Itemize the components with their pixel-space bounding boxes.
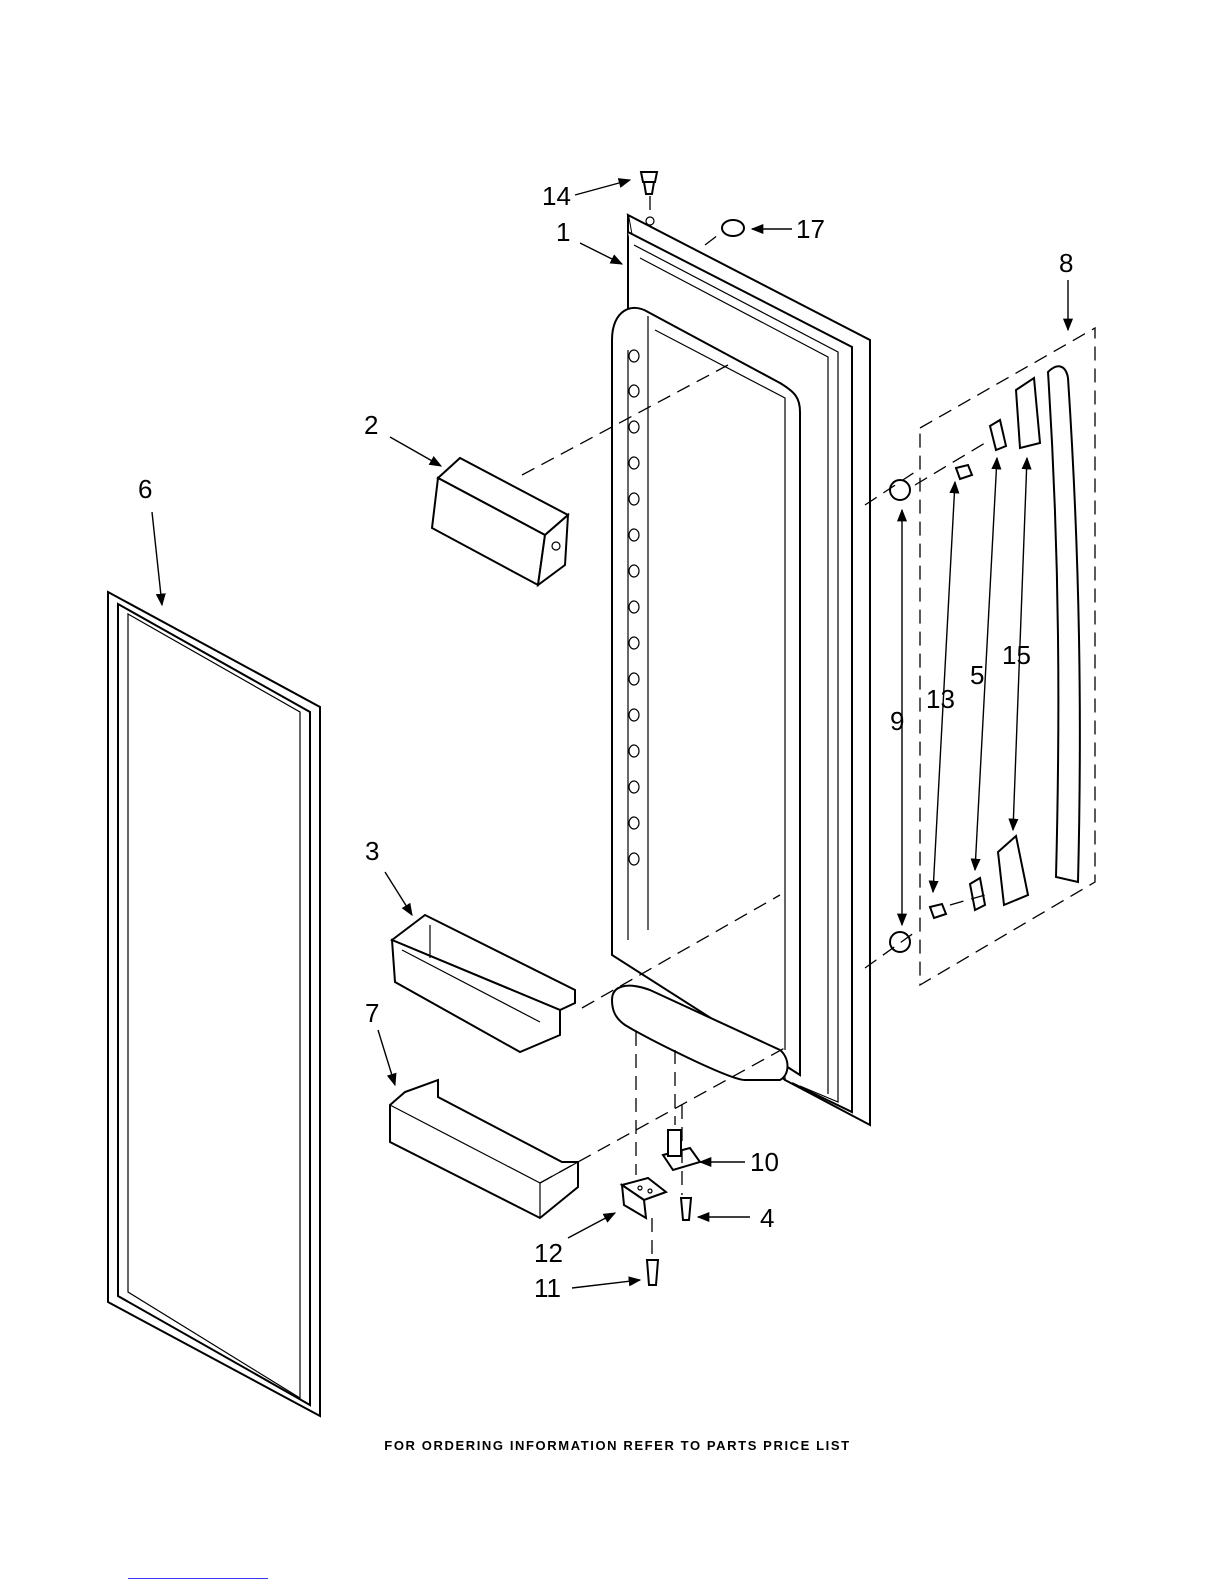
callout-11: 11 — [534, 1273, 561, 1303]
hinge-screw — [681, 1198, 691, 1220]
ordering-info-footer: FOR ORDERING INFORMATION REFER TO PARTS … — [0, 1438, 1225, 1453]
callout-14: 14 — [542, 181, 571, 211]
oval-plug — [722, 220, 744, 236]
door-bin — [392, 915, 575, 1052]
callout-3: 3 — [365, 836, 379, 866]
bottom-link-underline[interactable] — [128, 1578, 268, 1579]
callout-2: 2 — [364, 410, 378, 440]
door-handle — [1048, 366, 1080, 882]
handle-mount-bottom — [970, 878, 985, 910]
callout-5: 5 — [970, 660, 984, 690]
callout-17: 17 — [796, 214, 825, 244]
handle-stud-top — [890, 480, 910, 500]
handle-screw-bottom — [930, 904, 946, 918]
door-plug — [641, 172, 657, 194]
callout-8: 8 — [1059, 248, 1073, 278]
door-gasket — [108, 592, 320, 1416]
callout-12: 12 — [534, 1238, 563, 1268]
dairy-door — [432, 458, 568, 585]
callout-10: 10 — [750, 1147, 779, 1177]
handle-screw-top — [956, 465, 972, 479]
callout-1: 1 — [556, 217, 570, 247]
callout-9: 9 — [890, 706, 904, 736]
callout-13: 13 — [926, 684, 955, 714]
handle-end-cap-top — [1016, 378, 1040, 448]
bottom-hinge-screw — [647, 1260, 658, 1285]
bottom-door-shelf — [390, 1080, 578, 1218]
door-assembly — [612, 215, 870, 1125]
handle-stud-bottom — [890, 932, 910, 952]
bottom-hinge — [622, 1178, 666, 1218]
handle-mount-top — [990, 420, 1006, 450]
callout-7: 7 — [365, 998, 379, 1028]
callout-4: 4 — [760, 1203, 774, 1233]
handle-end-cap-bottom — [998, 836, 1028, 905]
callout-6: 6 — [138, 474, 152, 504]
callout-15: 15 — [1002, 640, 1031, 670]
